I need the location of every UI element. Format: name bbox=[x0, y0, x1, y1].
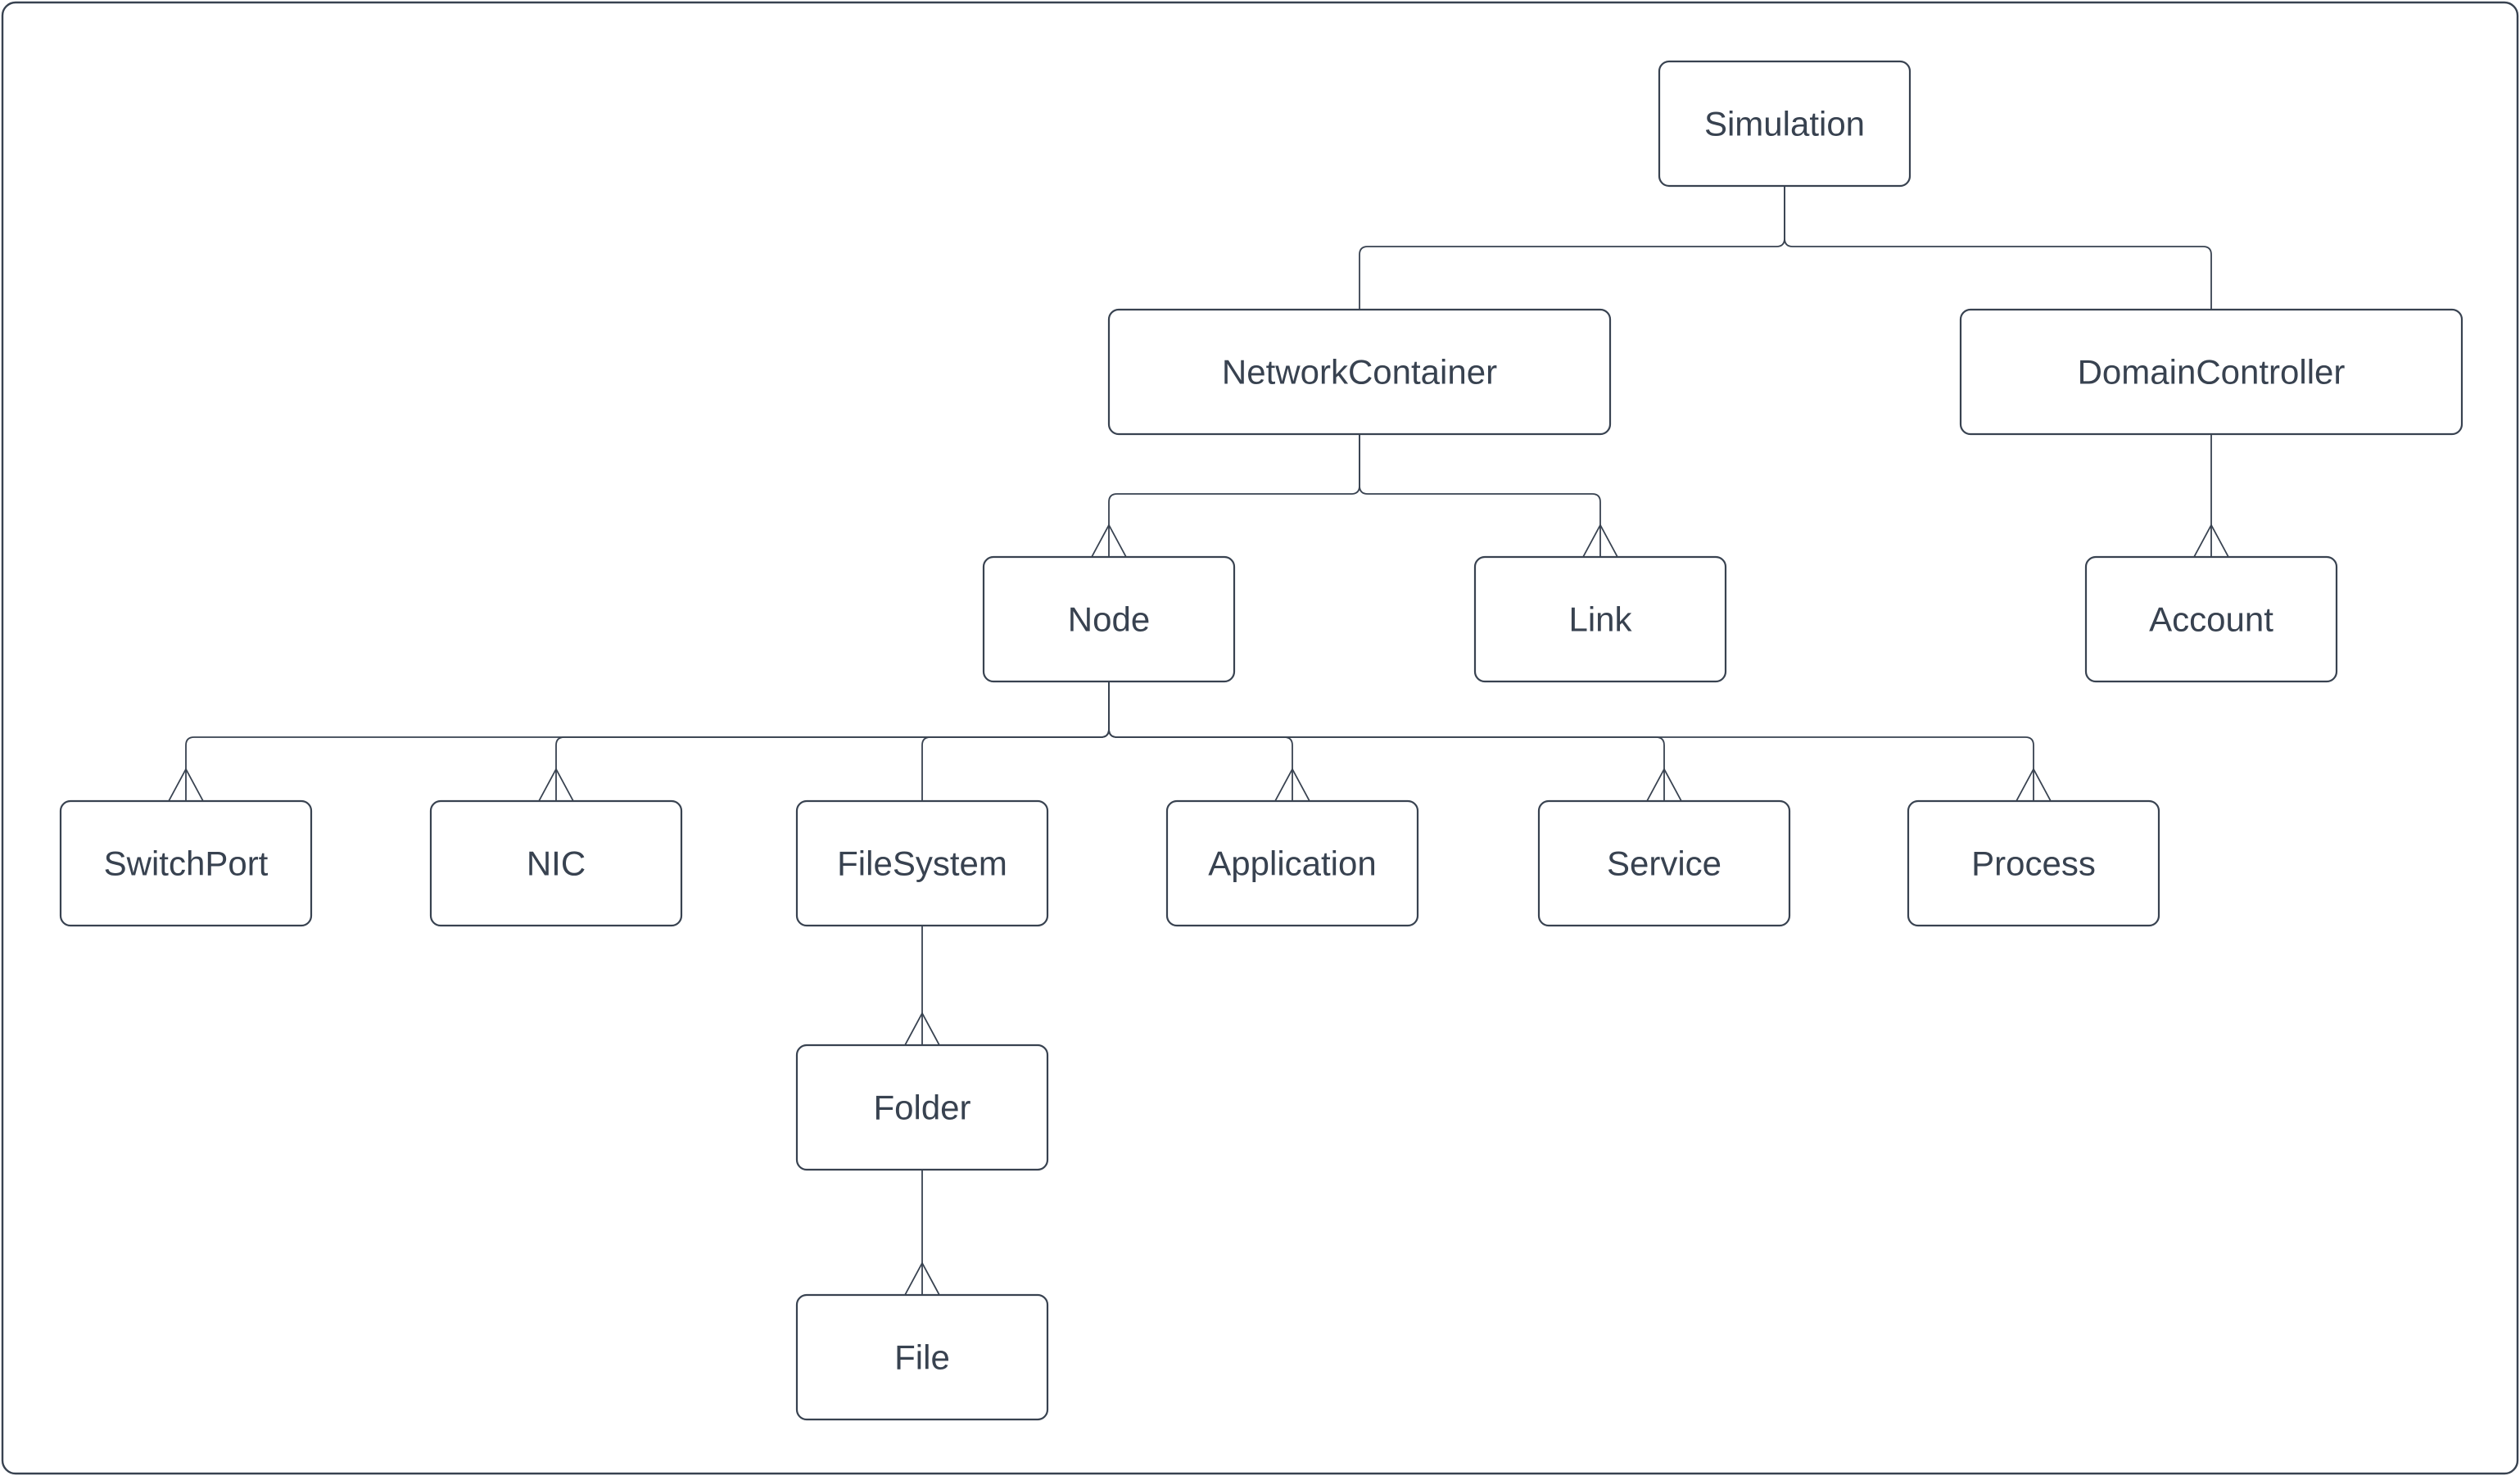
node-box[interactable] bbox=[1473, 555, 1727, 683]
node-file[interactable]: File bbox=[795, 1293, 1049, 1421]
node-box[interactable] bbox=[795, 1044, 1049, 1171]
edge-node-filesystem bbox=[921, 681, 1110, 801]
open-arrowhead-account bbox=[2193, 523, 2229, 558]
node-label: Process bbox=[1971, 844, 2096, 883]
open-arrowhead-node bbox=[1091, 523, 1127, 558]
node-label: Service bbox=[1607, 844, 1721, 883]
node-label: Link bbox=[1568, 600, 1632, 639]
node-file-system[interactable]: FileSystem bbox=[795, 799, 1049, 927]
node-label: NIC bbox=[527, 844, 586, 883]
open-arrowhead-service bbox=[1646, 767, 1682, 802]
node-label: SwitchPort bbox=[104, 844, 269, 883]
node-folder[interactable]: Folder bbox=[795, 1044, 1049, 1171]
open-arrowhead-file bbox=[904, 1261, 940, 1296]
node-box[interactable] bbox=[2084, 555, 2338, 683]
open-arrowhead-switchport bbox=[168, 767, 204, 802]
node-account[interactable]: Account bbox=[2084, 555, 2338, 683]
open-arrowhead-nic bbox=[538, 767, 574, 802]
node-label: Application bbox=[1208, 844, 1376, 883]
node-label: Node bbox=[1068, 600, 1150, 639]
node-label: DomainController bbox=[2078, 353, 2346, 392]
open-arrowhead-link bbox=[1582, 523, 1618, 558]
arrowheads-layer bbox=[168, 523, 2229, 1296]
node-box[interactable] bbox=[1165, 799, 1419, 927]
edge-networkcontainer-link bbox=[1359, 434, 1601, 557]
node-box[interactable] bbox=[429, 799, 683, 927]
node-box[interactable] bbox=[1959, 308, 2463, 436]
node-box[interactable] bbox=[1907, 799, 2160, 927]
node-label: Simulation bbox=[1704, 105, 1865, 143]
edges-layer bbox=[185, 186, 2212, 1295]
node-box[interactable] bbox=[1658, 60, 1911, 188]
node-label: FileSystem bbox=[837, 844, 1007, 883]
node-switch-port[interactable]: SwitchPort bbox=[59, 799, 313, 927]
node-box[interactable] bbox=[795, 799, 1049, 927]
edge-simulation-domaincontroller bbox=[1784, 186, 2212, 310]
edge-node-application bbox=[1108, 681, 1293, 801]
edge-simulation-networkcontainer bbox=[1359, 186, 1785, 310]
node-label: Account bbox=[2149, 600, 2273, 639]
node-network-container[interactable]: NetworkContainer bbox=[1107, 308, 1612, 436]
edge-node-nic bbox=[555, 681, 1110, 801]
edge-node-service bbox=[1108, 681, 1665, 801]
node-label: Folder bbox=[873, 1089, 970, 1127]
node-application[interactable]: Application bbox=[1165, 799, 1419, 927]
node-label: File bbox=[894, 1338, 950, 1377]
edge-node-process bbox=[1108, 681, 2034, 801]
node-process[interactable]: Process bbox=[1907, 799, 2160, 927]
open-arrowhead-process bbox=[2016, 767, 2052, 802]
open-arrowhead-application bbox=[1274, 767, 1310, 802]
node-box[interactable] bbox=[982, 555, 1236, 683]
node-link[interactable]: Link bbox=[1473, 555, 1727, 683]
node-box[interactable] bbox=[59, 799, 313, 927]
edge-node-switchport bbox=[185, 681, 1110, 801]
node-box[interactable] bbox=[795, 1293, 1049, 1421]
node-nic[interactable]: NIC bbox=[429, 799, 683, 927]
open-arrowhead-folder bbox=[904, 1012, 940, 1046]
node-service[interactable]: Service bbox=[1537, 799, 1791, 927]
node-box[interactable] bbox=[1107, 308, 1612, 436]
node-box[interactable] bbox=[1537, 799, 1791, 927]
node-label: NetworkContainer bbox=[1222, 353, 1497, 392]
node-domain-controller[interactable]: DomainController bbox=[1959, 308, 2463, 436]
node-node[interactable]: Node bbox=[982, 555, 1236, 683]
node-simulation[interactable]: Simulation bbox=[1658, 60, 1911, 188]
edge-networkcontainer-node bbox=[1108, 434, 1360, 557]
